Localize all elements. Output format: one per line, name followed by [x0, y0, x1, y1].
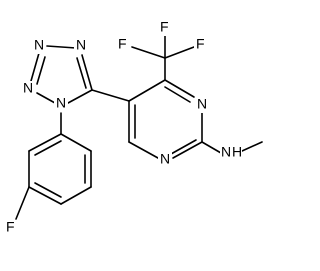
- atom-tetrazole-n3: N: [34, 37, 44, 53]
- atom-cf3-f3: F: [196, 36, 205, 52]
- bond-pyr-c2-n1: [172, 141, 203, 159]
- molecule-structure: N N N N N N N H F F F F: [5, 19, 263, 236]
- atom-tetrazole-n4: N: [76, 37, 86, 53]
- bond-tet-n1-c5: [67, 89, 93, 104]
- bond-cf3-f3: [164, 46, 195, 59]
- bond-pyr-c4-n3-double: [164, 86, 191, 103]
- bond-tet-n2-n1: [36, 92, 56, 104]
- bond-tet-n4-n3: [46, 45, 77, 49]
- bond-ar-6-1-double: [34, 140, 62, 156]
- bond-c2-nh: [201, 141, 222, 154]
- atom-pyrimidine-n1: N: [160, 151, 170, 167]
- bond-ar-4-5: [28, 186, 62, 205]
- bond-pyr-n1-c6: [128, 141, 159, 159]
- atom-amine-h: H: [232, 144, 242, 160]
- bond-ar-6-1: [28, 133, 62, 152]
- bond-nh-me: [241, 141, 263, 152]
- bond-ar-f: [15, 186, 30, 220]
- atom-labels: N N N N N N N H F F F F: [5, 19, 242, 236]
- atom-aryl-f: F: [6, 219, 15, 235]
- bond-pyr-c2-n1-double: [170, 139, 197, 155]
- bond-pyr-c5-c4: [128, 79, 166, 102]
- atom-tetrazole-n2: N: [23, 80, 33, 96]
- bond-pyr-c4-n3: [164, 79, 195, 98]
- bonds: [15, 35, 263, 220]
- bond-tet-n3-n2: [30, 52, 40, 82]
- bond-tet-c5-pyr-c5: [91, 89, 130, 102]
- atom-amine-n: N: [221, 144, 231, 160]
- atom-tetrazole-n1: N: [56, 95, 66, 111]
- bond-ar-1-2: [60, 133, 92, 152]
- bond-ar-4-5-double: [34, 182, 62, 198]
- bond-tet-c5-n4: [81, 54, 93, 91]
- atom-cf3-f1: F: [118, 36, 127, 52]
- atom-cf3-f2: F: [160, 19, 169, 35]
- atom-pyrimidine-n3: N: [197, 96, 207, 112]
- bond-ar-3-4: [60, 186, 92, 205]
- bond-tet-n3-n2-double: [36, 56, 46, 85]
- bond-cf3-f1: [131, 46, 166, 59]
- bond-tet-c5-n4-double: [76, 57, 87, 89]
